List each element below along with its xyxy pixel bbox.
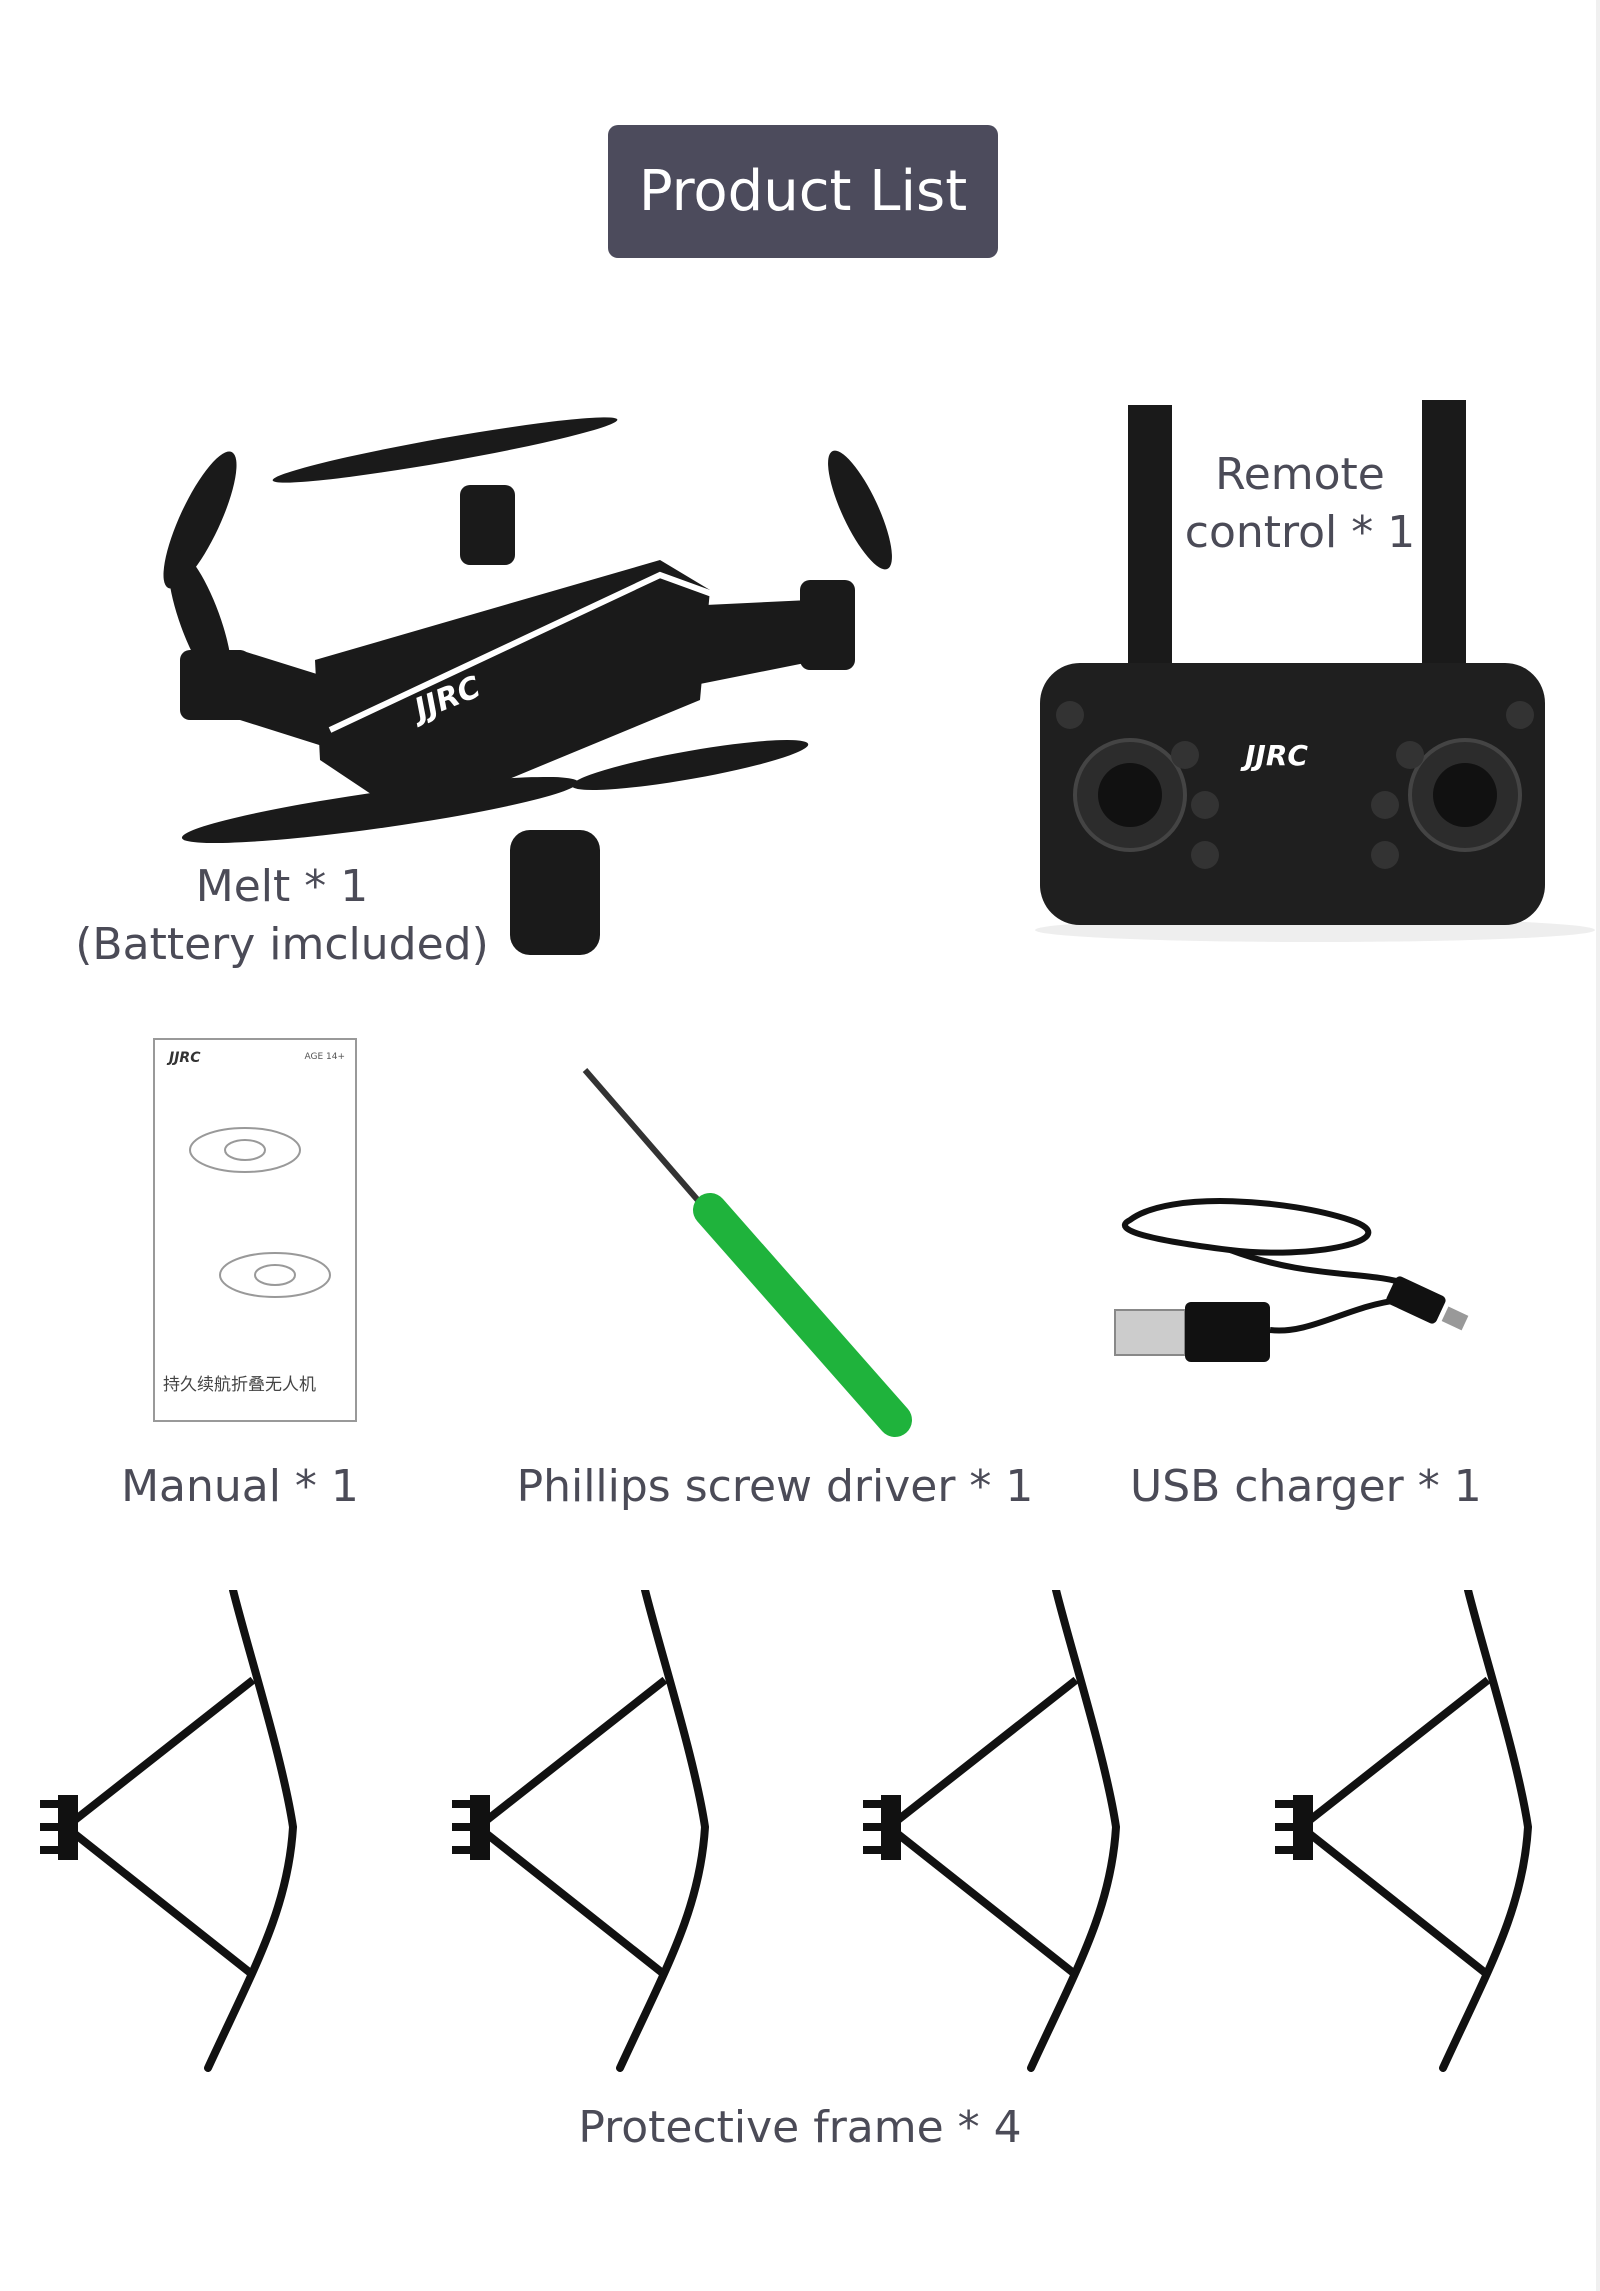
usb-charger-label: USB charger * 1 xyxy=(1130,1461,1482,1512)
manual-cover-text: 持久续航折叠无人机 xyxy=(163,1375,316,1395)
page-edge xyxy=(1596,0,1600,2291)
protective-frame-4 xyxy=(1275,1590,1528,2068)
manual-age: AGE 14+ xyxy=(304,1052,345,1062)
screwdriver-image xyxy=(582,1068,912,1437)
drone-label-line2: (Battery imcluded) xyxy=(75,919,489,970)
protective-frame-1 xyxy=(40,1590,293,2068)
protective-frame-3 xyxy=(863,1590,1116,2068)
protective-frame-label: Protective frame * 4 xyxy=(578,2102,1022,2153)
drone-label: Melt * 1 (Battery imcluded) xyxy=(32,858,532,974)
remote-label-line1: Remote xyxy=(1215,449,1385,500)
drone-image: JJRC xyxy=(163,417,892,955)
manual-brand: JJRC xyxy=(169,1050,201,1066)
manual-image: JJRC AGE 14+ 持久续航折叠无人机 xyxy=(153,1038,357,1422)
usb-charger-image xyxy=(1114,1198,1469,1362)
protective-frames xyxy=(38,1590,1598,2080)
remote-control-image: JJRC xyxy=(1035,400,1595,942)
manual-drone-sketch xyxy=(189,1127,331,1298)
drone-label-line1: Melt * 1 xyxy=(195,861,369,912)
protective-frame-2 xyxy=(452,1590,705,2068)
manual-label: Manual * 1 xyxy=(121,1461,359,1512)
screwdriver-label: Phillips screw driver * 1 xyxy=(516,1461,1034,1512)
remote-brand-logo: JJRC xyxy=(1240,739,1308,772)
remote-label: Remote control * 1 xyxy=(1150,446,1450,562)
page-title: Product List xyxy=(608,125,998,258)
remote-label-line2: control * 1 xyxy=(1184,507,1416,558)
